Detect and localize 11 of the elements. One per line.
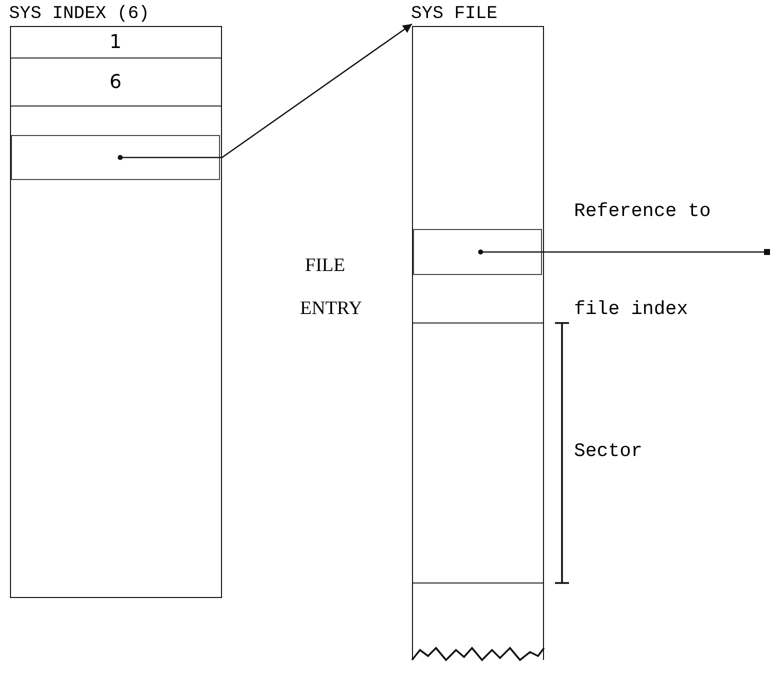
entry-value: 1 — [109, 30, 122, 52]
entry-slot — [11, 134, 220, 180]
annotation-text: file index — [574, 298, 688, 320]
column-title: SYS FILE — [411, 3, 498, 25]
entry-slot — [413, 228, 542, 274]
annotation-text: Sector — [574, 440, 642, 462]
entry-value: 6 — [109, 70, 122, 92]
annotation-text: FILE — [305, 255, 346, 277]
annotation-text: Reference to — [574, 200, 711, 222]
column-title: SYS INDEX (6) — [9, 3, 150, 25]
annotation-text: ENTRY — [300, 298, 362, 320]
